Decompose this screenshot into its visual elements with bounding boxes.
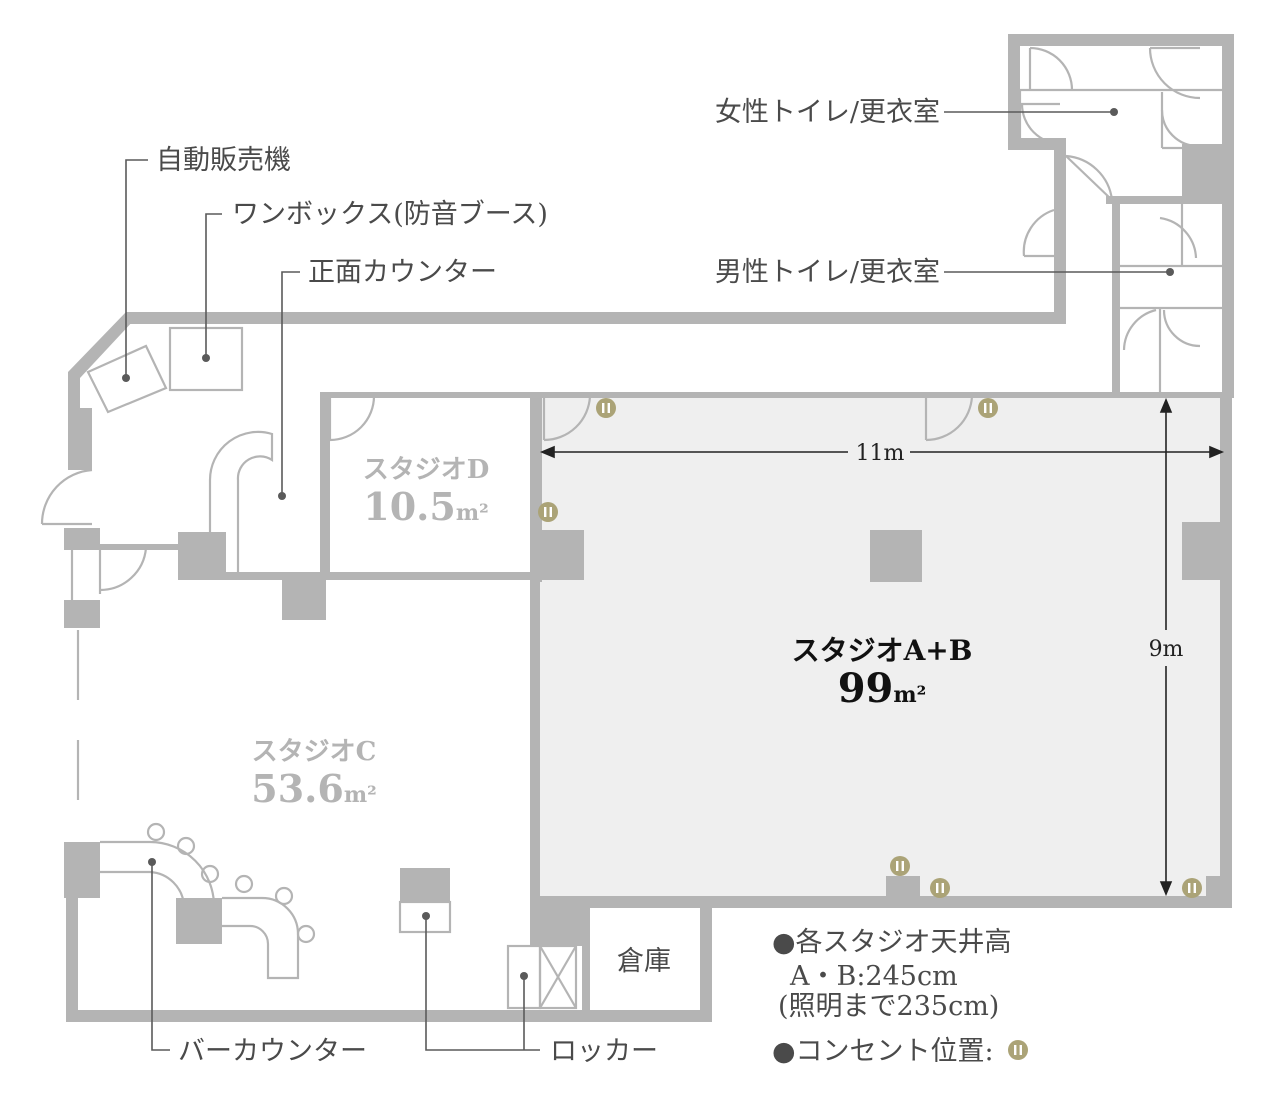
leader-dot-icon [278,492,286,500]
leader-dot-icon [122,374,130,382]
ceiling-height-title: ●各スタジオ天井高 [772,927,1012,958]
storage-label: 倉庫 [617,946,671,977]
dimension-lines [539,397,1225,897]
depth-dimension: 9m [1149,637,1184,662]
vending-machine-label: 自動販売機 [156,145,291,176]
outlet-icon [890,856,910,876]
studio-d-name: スタジオD [363,455,490,485]
front-counter-label: 正面カウンター [308,257,497,288]
leader-dot-icon [202,354,210,362]
studio-ab-floor [540,396,1224,898]
studio-ab-name: スタジオA+B [792,634,973,667]
outlet-legend-label: ●コンセント位置: [772,1036,994,1067]
outlet-icon [538,502,558,522]
onebox-label: ワンボックス(防音ブース) [232,199,548,230]
studio-d-area: 10.5m² [363,484,488,529]
leader-dot-icon [1166,268,1174,276]
outlet-icon [978,398,998,418]
ceiling-height-note: (照明まで235cm) [778,991,999,1022]
men-restroom-label: 男性トイレ/更衣室 [715,257,940,288]
studio-c-name: スタジオC [252,737,377,767]
locker-label: ロッカー [550,1036,658,1067]
outlet-icon [1008,1040,1028,1060]
studio-ab-area: 99m² [838,665,927,712]
leader-dots [122,108,1174,980]
bar-counter-label: バーカウンター [178,1036,367,1067]
women-restroom-label: 女性トイレ/更衣室 [715,97,940,128]
leader-dot-icon [148,858,156,866]
walls [64,34,1234,1022]
outlet-icon [930,878,950,898]
studio-c-area: 53.6m² [251,766,376,811]
width-dimension: 11m [856,441,905,466]
outlet-icon [1182,878,1202,898]
leader-dot-icon [1110,108,1118,116]
outlet-icon [596,398,616,418]
leader-dot-icon [520,972,528,980]
leader-dot-icon [422,912,430,920]
leader-lines [125,111,1170,1051]
ceiling-height-value: A・B:245cm [789,961,958,992]
